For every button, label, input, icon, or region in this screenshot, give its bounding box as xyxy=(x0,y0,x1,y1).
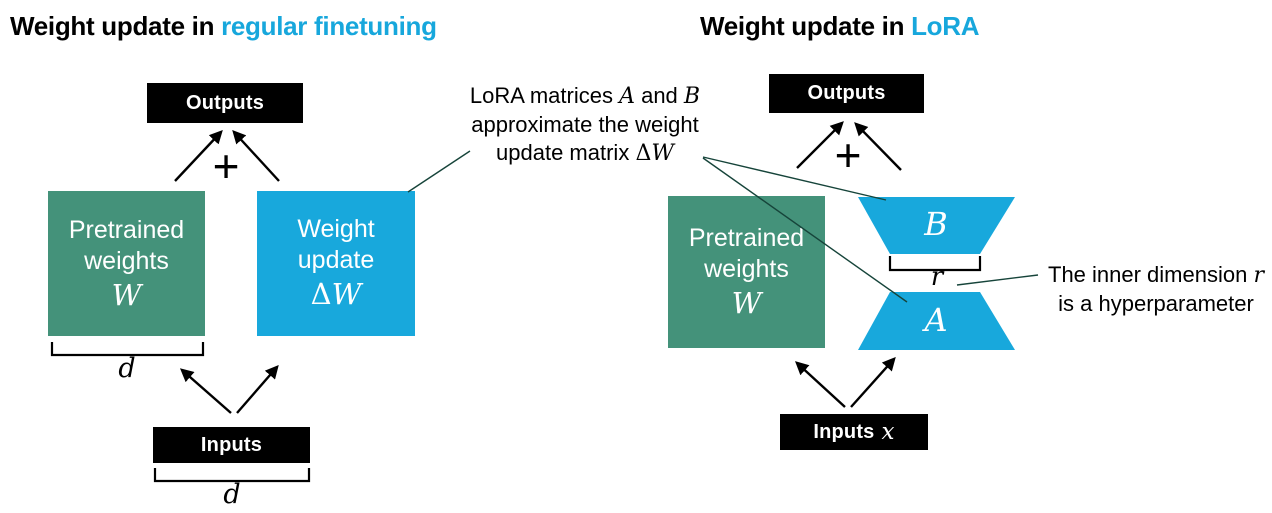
right-note-l1-prefix: The inner dimension xyxy=(1048,262,1254,287)
right-title-accent: LoRA xyxy=(911,11,980,41)
matrix-b-label: B xyxy=(924,205,948,243)
center-note-delta: Δ xyxy=(635,141,652,166)
center-note-l1-mid: and xyxy=(634,83,684,108)
w-glyph: W xyxy=(331,277,362,311)
weight-update-symbol: ΔW xyxy=(311,276,362,313)
pretrained-weights-box-right: Pretrained weights W xyxy=(668,196,825,348)
center-annotation: LoRA matrices A and B approximate the we… xyxy=(450,82,720,168)
outputs-label-left: Outputs xyxy=(185,91,265,114)
plus-sign-right: + xyxy=(834,129,862,181)
note-line-to-rank-r xyxy=(956,274,1039,286)
center-note-sym-b: B xyxy=(683,84,701,109)
center-note-l1-prefix: LoRA matrices xyxy=(469,83,620,108)
delta-glyph: Δ xyxy=(310,277,332,311)
center-annotation-line1: LoRA matrices A and B xyxy=(450,82,720,111)
right-title-prefix: Weight update in xyxy=(700,11,912,41)
left-title-prefix: Weight update in xyxy=(10,11,222,41)
outputs-box-left: Outputs xyxy=(147,83,303,123)
weight-update-box: Weight update ΔW xyxy=(257,191,415,336)
right-annotation-line1: The inner dimension r xyxy=(1040,261,1272,290)
inputs-label-left: Inputs xyxy=(200,433,263,456)
arrow-inputs-to-pretrained-left xyxy=(179,368,232,414)
right-annotation-line2: is a hyperparameter xyxy=(1058,291,1254,316)
right-annotation: The inner dimension r is a hyperparamete… xyxy=(1040,261,1272,318)
pretrained-line1-left: Pretrained xyxy=(68,215,185,244)
left-title: Weight update in regular finetuning xyxy=(10,11,437,42)
right-title: Weight update in LoRA xyxy=(700,11,980,42)
inputs-box-right: Inputs x xyxy=(780,414,928,450)
center-note-l3-prefix: update matrix xyxy=(496,140,636,165)
center-annotation-line2: approximate the weight xyxy=(471,112,699,137)
inputs-dim-label-left: d xyxy=(223,479,241,510)
inputs-label-right: Inputs xyxy=(813,420,875,443)
rank-label: r xyxy=(930,262,944,292)
arrow-inputs-to-a-right xyxy=(850,356,896,408)
pretrained-weights-box-left: Pretrained weights W xyxy=(48,191,205,336)
inputs-box-left: Inputs xyxy=(153,427,310,463)
pretrained-symbol-right: W xyxy=(731,286,762,320)
pretrained-symbol-left: W xyxy=(111,277,142,312)
center-note-sym-a: A xyxy=(619,84,635,109)
outputs-label-right: Outputs xyxy=(807,82,886,104)
pretrained-line2-left: weights xyxy=(84,246,169,275)
weight-update-line1: Weight xyxy=(297,215,375,243)
inputs-x-symbol: x xyxy=(881,419,895,445)
right-note-sym-r: r xyxy=(1253,263,1264,288)
outputs-box-right: Outputs xyxy=(769,74,924,113)
pretrained-line2-right: weights xyxy=(704,255,789,283)
weights-dim-label-left: d xyxy=(118,353,136,384)
arrow-inputs-to-update-left xyxy=(236,364,279,414)
arrow-inputs-to-pretrained-right xyxy=(795,361,846,408)
plus-sign-left: + xyxy=(212,140,240,192)
pretrained-line1-right: Pretrained xyxy=(688,224,805,252)
left-title-accent: regular finetuning xyxy=(221,11,437,41)
matrix-a-label: A xyxy=(924,301,948,339)
center-annotation-line3: update matrix ΔW xyxy=(450,139,720,168)
weight-update-line2: update xyxy=(297,246,375,274)
center-note-sym-w: W xyxy=(651,141,674,166)
